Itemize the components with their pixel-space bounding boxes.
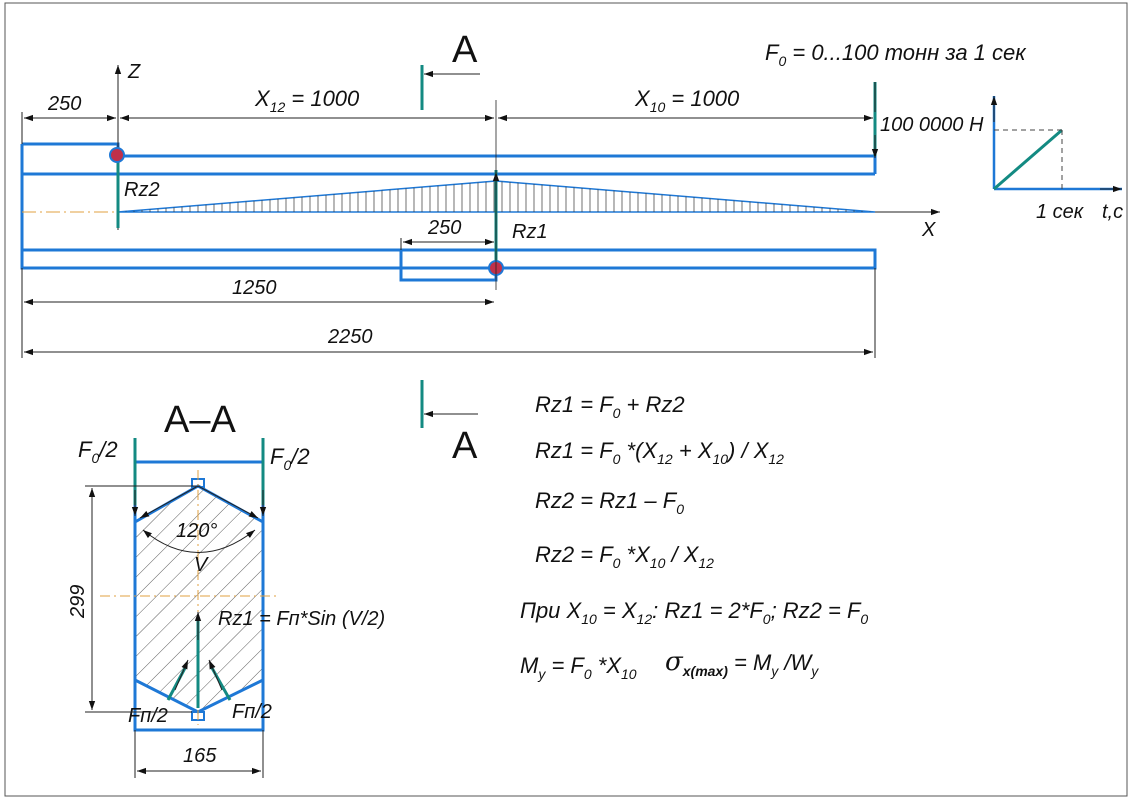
- dim-2250: 2250: [327, 326, 373, 348]
- f0-half-left-label: F0/2: [78, 437, 118, 466]
- x-axis-label: X: [921, 219, 936, 241]
- dim-x10: X10 = 1000: [634, 86, 740, 115]
- rz2-support-dot: [109, 147, 125, 163]
- v-label: V: [194, 554, 209, 576]
- formula-5: При X10 = X12: Rz1 = 2*F0; Rz2 = F0: [520, 598, 868, 627]
- formula-7: σx(max) = My /Wy: [665, 647, 819, 679]
- moment-hatching: [125, 181, 871, 212]
- fn-right-label: Fп/2: [232, 701, 272, 723]
- angle-label: 120°: [176, 520, 217, 542]
- force-top-label: 100 0000 Н: [880, 114, 984, 136]
- time-axis-label: t,c: [1102, 201, 1123, 223]
- force-spec: F0 = 0...100 тонн за 1 сек: [765, 40, 1027, 69]
- drawing-frame: [4, 2, 1128, 797]
- formula-3: Rz2 = Rz1 – F0: [535, 488, 684, 517]
- formula-1: Rz1 = F0 + Rz2: [535, 392, 685, 421]
- beam-dimensions: 250 X12 = 1000 X10 = 1000 250 1250 2250: [21, 82, 876, 358]
- dim-section-width: 165: [183, 745, 217, 767]
- time-tick-label: 1 сек: [1036, 201, 1085, 223]
- section-mark-top-label: A: [452, 29, 478, 71]
- formula-4: Rz2 = F0 *X10 / X12: [535, 542, 714, 571]
- section-mark-bottom-label: A: [452, 425, 478, 467]
- beam-view: A: [20, 29, 940, 290]
- dim-left-overhang: 250: [47, 93, 81, 115]
- section-mark-bottom: A: [420, 380, 478, 467]
- formulas: Rz1 = F0 + Rz2 Rz1 = F0 *(X12 + X10) / X…: [520, 392, 868, 682]
- dim-x12: X12 = 1000: [254, 86, 360, 115]
- section-a-a: A–A 120° V Rz1 = Fп*Sin (V/2): [67, 399, 385, 778]
- rz2-label: Rz2: [124, 179, 160, 201]
- rz1-label: Rz1: [512, 221, 548, 243]
- formula-2: Rz1 = F0 *(X12 + X10) / X12: [535, 438, 784, 467]
- section-title: A–A: [164, 399, 236, 441]
- z-axis-label: Z: [127, 61, 141, 83]
- f0-half-right-label: F0/2: [270, 444, 310, 473]
- rz1-section-formula: Rz1 = Fп*Sin (V/2): [218, 608, 385, 630]
- dim-support-width: 250: [427, 217, 461, 239]
- dim-1250: 1250: [232, 277, 277, 299]
- dim-section-height: 299: [67, 585, 89, 619]
- load-ramp-line: [993, 128, 1063, 191]
- load-time-graph: 1 сек t,c: [990, 96, 1123, 223]
- fn-left-label: Fп/2: [128, 705, 168, 727]
- formula-6: My = F0 *X10: [520, 653, 637, 682]
